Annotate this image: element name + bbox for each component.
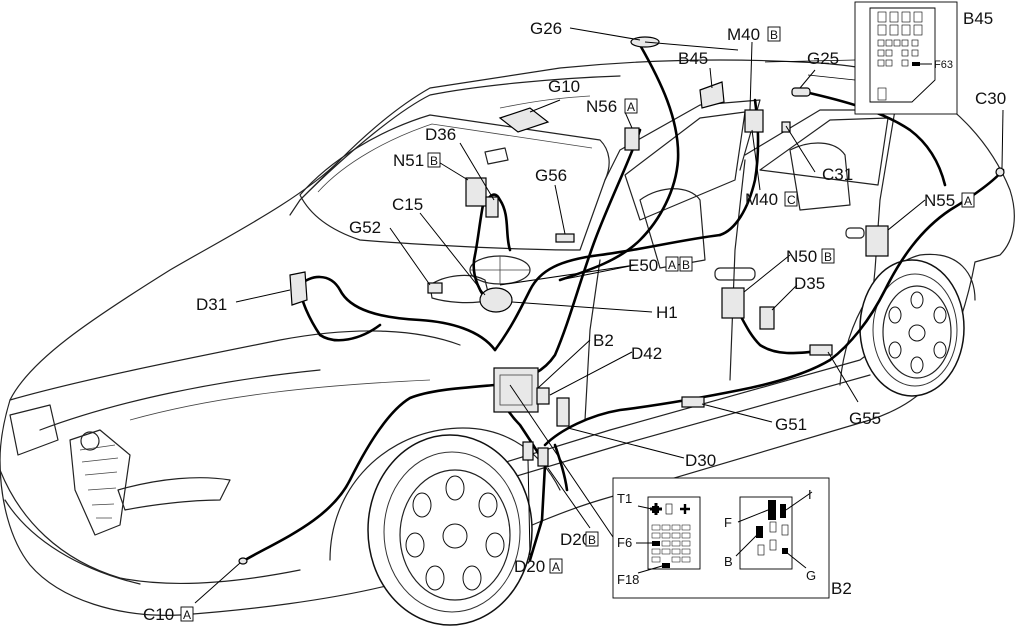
label-m40b: M40 (727, 25, 760, 44)
label-n55a: N55 (924, 191, 955, 210)
leader-lines (194, 27, 1004, 604)
label-c10a: C10 (143, 605, 174, 624)
label-g55: G55 (849, 409, 881, 428)
front-wheel (367, 434, 533, 626)
label-e50ab: E50 (628, 256, 658, 275)
inset-pin-b: B (724, 554, 733, 569)
label-d20b: D20 (560, 530, 591, 549)
label-d31: D31 (196, 295, 227, 314)
label-b2: B2 (593, 331, 614, 350)
label-n56a-letter: A (627, 100, 635, 114)
label-g56: G56 (535, 166, 567, 185)
label-g25: G25 (807, 49, 839, 68)
label-g26: G26 (530, 19, 562, 38)
label-m40c: M40 (745, 190, 778, 209)
label-d20a: D20 (514, 557, 545, 576)
label-m40b-letter: B (770, 28, 778, 42)
label-h1: H1 (656, 303, 678, 322)
fuse-inset (612, 477, 830, 599)
label-e50ab-letter-b: B (682, 258, 690, 272)
inset-label-f6: F6 (617, 535, 632, 550)
label-d20b-letter: B (588, 533, 596, 547)
inset-pin-g: G (806, 568, 816, 583)
labels: G26 M40 B B45 B45 G10 G25 F63 N56 A D36 … (143, 9, 1006, 624)
label-e50ab-letter-a: A (668, 258, 676, 272)
label-d42: D42 (631, 344, 662, 363)
label-c10a-letter: A (183, 608, 191, 622)
components (238, 36, 1005, 565)
label-d35: D35 (794, 274, 825, 293)
label-n51b-letter: B (430, 154, 438, 168)
label-n51b: N51 (393, 151, 424, 170)
label-f63: F63 (934, 59, 953, 71)
b45-inset (764, 1, 958, 115)
label-d36: D36 (425, 125, 456, 144)
inset-label-f18: F18 (617, 572, 639, 587)
label-d30: D30 (685, 451, 716, 470)
label-g10: G10 (548, 77, 580, 96)
label-c31: C31 (822, 165, 853, 184)
label-b45-top: B45 (678, 49, 708, 68)
label-m40c-letter: C (787, 193, 796, 207)
label-c15: C15 (392, 195, 423, 214)
label-c30: C30 (975, 89, 1006, 108)
inset-label-b2: B2 (831, 579, 852, 598)
wiring-harness (243, 43, 1005, 562)
label-n56a: N56 (586, 97, 617, 116)
inset-label-t1: T1 (617, 491, 632, 506)
label-d20a-letter: A (552, 560, 560, 574)
inset-pin-f: F (724, 515, 732, 530)
inset-pin-i: I (808, 487, 812, 502)
label-n55a-letter: A (964, 194, 972, 208)
label-n50b: N50 (786, 247, 817, 266)
label-g51: G51 (775, 415, 807, 434)
rear-wheel (859, 259, 965, 397)
label-g52: G52 (349, 218, 381, 237)
label-b45-corner: B45 (963, 9, 993, 28)
label-n50b-letter: B (824, 250, 832, 264)
